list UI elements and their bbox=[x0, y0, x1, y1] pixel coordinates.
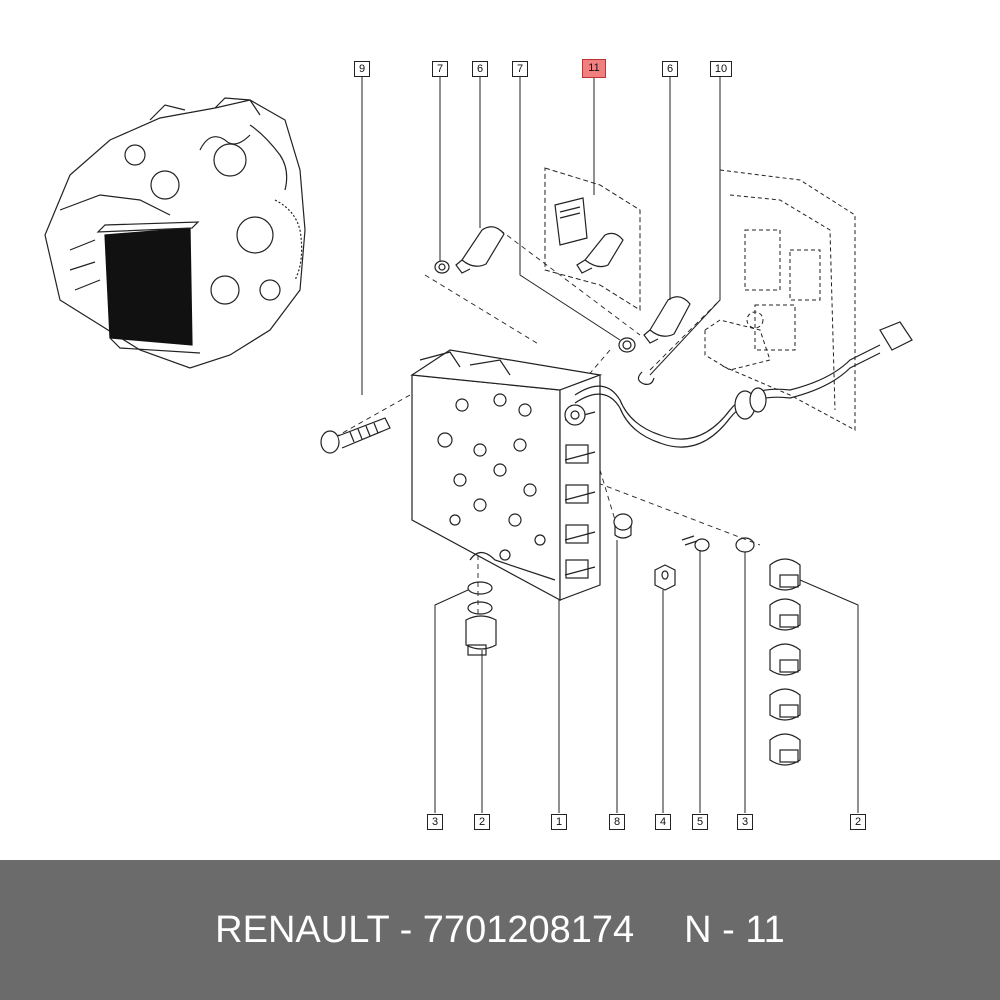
transmission-overview-image bbox=[44, 97, 306, 369]
valve-body-1 bbox=[410, 349, 603, 602]
callout-8-bottom[interactable]: 8 bbox=[609, 814, 625, 830]
callout-2-bottom-right[interactable]: 2 bbox=[850, 814, 866, 830]
kit-11-outline bbox=[544, 167, 641, 311]
sensor-6-right bbox=[643, 296, 691, 344]
callout-3-bottom-left[interactable]: 3 bbox=[427, 814, 443, 830]
callout-3-bottom-right[interactable]: 3 bbox=[737, 814, 753, 830]
sensor-6-left bbox=[455, 226, 505, 274]
clip-10 bbox=[637, 371, 655, 385]
callout-6-top-left[interactable]: 6 bbox=[472, 61, 488, 77]
exploded-parts-diagram bbox=[44, 77, 913, 813]
assembly-lines bbox=[329, 229, 761, 625]
callout-7-top-left[interactable]: 7 bbox=[432, 61, 448, 77]
wiring-harness bbox=[574, 321, 913, 448]
oring-3-right bbox=[735, 537, 755, 553]
oring-3-left bbox=[467, 581, 493, 615]
callout-2-bottom-left[interactable]: 2 bbox=[474, 814, 490, 830]
callout-1-bottom[interactable]: 1 bbox=[551, 814, 567, 830]
solenoid-stack-2 bbox=[769, 558, 801, 766]
brand-part-number: RENAULT - 7701208174 bbox=[215, 908, 635, 951]
screw-5 bbox=[681, 535, 710, 552]
seal-7-left bbox=[434, 260, 450, 274]
callout-10-top[interactable]: 10 bbox=[710, 61, 732, 77]
leader-lines bbox=[361, 77, 859, 813]
callout-5-bottom[interactable]: 5 bbox=[692, 814, 708, 830]
callout-9-top[interactable]: 9 bbox=[354, 61, 370, 77]
part-number-banner: RENAULT - 7701208174 N - 11 bbox=[0, 860, 1000, 1000]
callout-7-top-right[interactable]: 7 bbox=[512, 61, 528, 77]
solenoid-2-left bbox=[465, 615, 497, 656]
diagram-reference: N - 11 bbox=[684, 908, 785, 951]
plug-8 bbox=[613, 513, 633, 539]
kit-11-contents bbox=[554, 197, 624, 274]
housing-outline bbox=[704, 169, 856, 431]
callout-6-top-right[interactable]: 6 bbox=[662, 61, 678, 77]
callout-11-highlighted[interactable]: 11 bbox=[582, 59, 606, 78]
seal-7-right bbox=[618, 337, 636, 353]
nut-4 bbox=[654, 564, 676, 591]
callout-4-bottom[interactable]: 4 bbox=[655, 814, 671, 830]
bolt-9 bbox=[320, 417, 391, 454]
